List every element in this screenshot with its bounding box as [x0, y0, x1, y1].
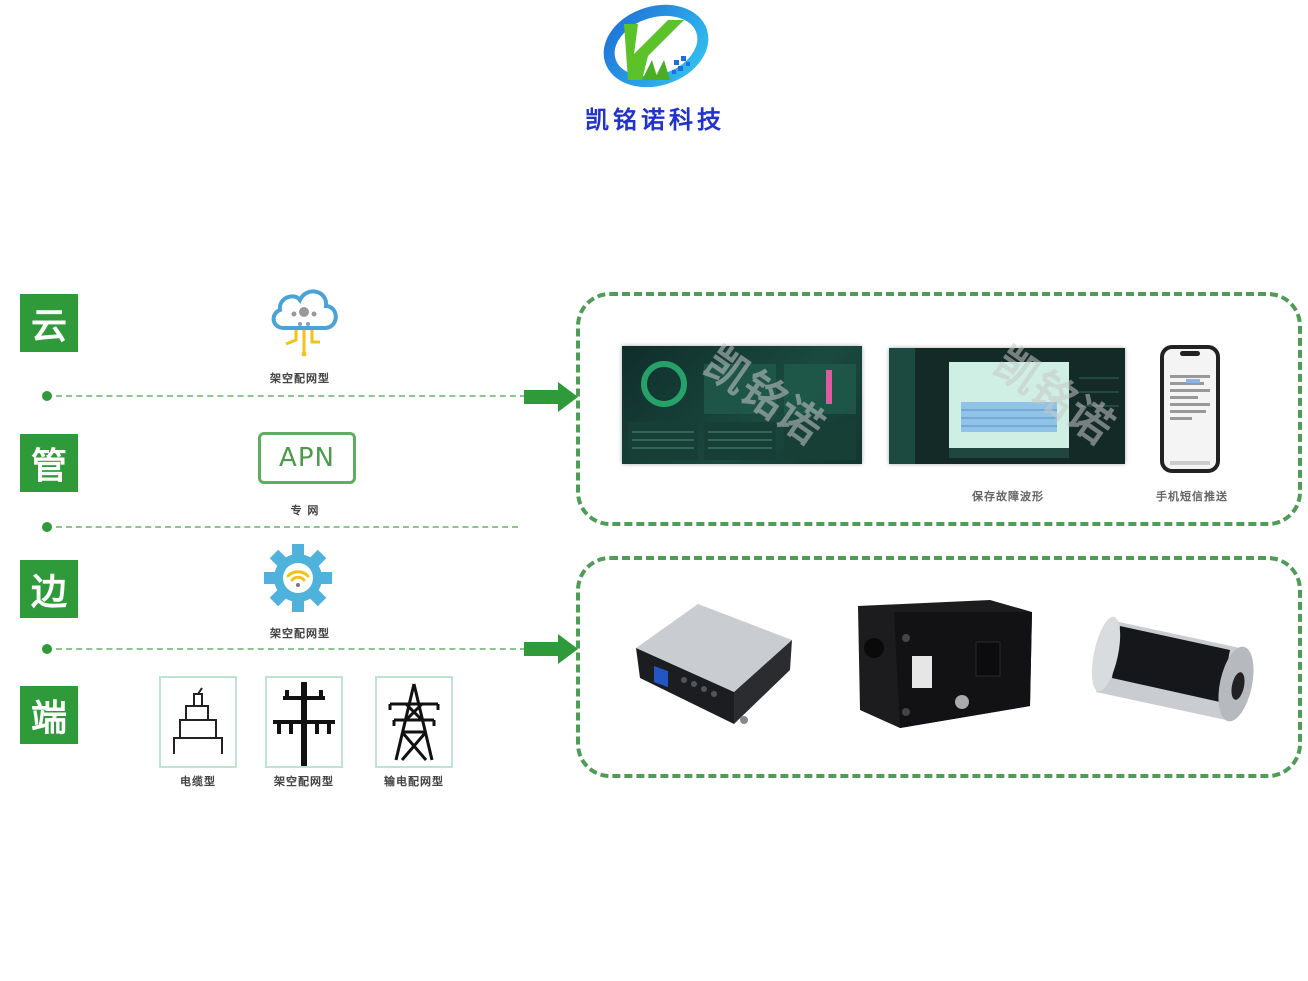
waveform-screenshot [889, 348, 1125, 464]
apn-label: APN [279, 443, 335, 473]
sms-caption: 手机短信推送 [1156, 490, 1228, 503]
brand-name: 凯铭诺科技 [585, 105, 725, 134]
black-box-unit [854, 598, 1034, 730]
private-network-caption: 专 网 [290, 504, 320, 517]
terminal-caption-overhead: 架空配网型 [274, 775, 334, 788]
layer-badge-terminal: 端 [20, 686, 78, 744]
waveform-caption: 保存故障波形 [972, 490, 1044, 503]
cylinder-sensor-unit [1090, 608, 1260, 728]
arrow-right-icon [524, 634, 580, 664]
utility-pole-icon [273, 682, 335, 766]
layer-badge-edge: 边 [20, 560, 78, 618]
terminal-overhead-box [265, 676, 343, 768]
dashboard-screenshot [622, 346, 862, 464]
arrow-right-icon [524, 382, 580, 412]
terminal-transmission-box [375, 676, 453, 768]
cable-transformer-icon [173, 687, 223, 754]
transmission-tower-icon [388, 683, 440, 761]
device-panel [576, 556, 1302, 778]
platform-panel [576, 292, 1302, 526]
terminal-caption-cable: 电缆型 [180, 775, 216, 788]
apn-icon: APN [258, 432, 356, 484]
edge-layer-caption: 架空配网型 [270, 627, 330, 640]
cloud-computing-icon [266, 280, 342, 364]
terminal-cable-box [159, 676, 237, 768]
phone-sms-screenshot [1160, 345, 1220, 473]
company-logo [598, 4, 710, 88]
layer-badge-pipe: 管 [20, 434, 78, 492]
silver-collector-unit [632, 600, 796, 730]
cloud-layer-caption: 架空配网型 [270, 372, 330, 385]
terminal-caption-transmission: 输电配网型 [384, 775, 444, 788]
layer-badge-cloud: 云 [20, 294, 78, 352]
gear-wifi-icon [262, 542, 334, 614]
km-logo-icon [603, 4, 709, 88]
